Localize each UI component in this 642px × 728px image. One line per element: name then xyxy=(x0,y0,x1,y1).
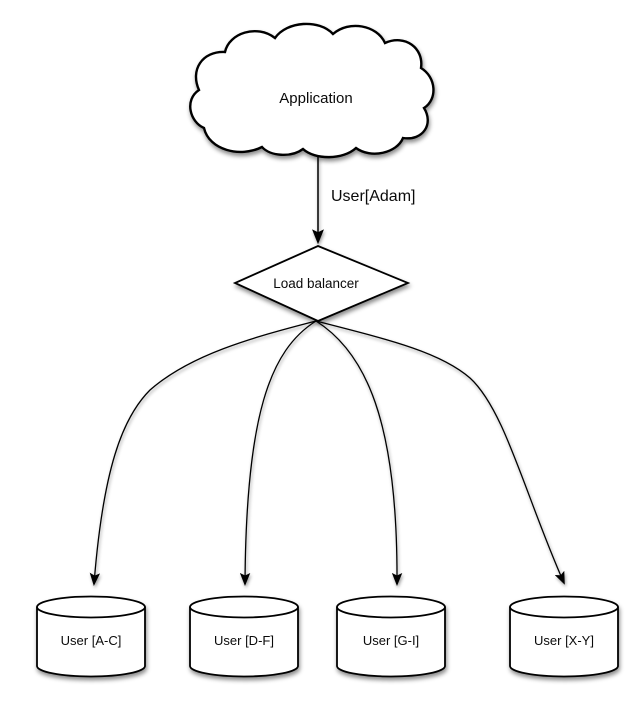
database-cylinder-icon xyxy=(189,595,299,678)
application-label: Application xyxy=(279,90,352,107)
cylinder-body xyxy=(336,607,446,678)
cylinder-top xyxy=(336,595,446,619)
cylinder-body xyxy=(509,607,619,678)
edge-to-shard-xy xyxy=(315,320,565,585)
load-balancer-label: Load balancer xyxy=(273,276,359,291)
shard-label: User [D-F] xyxy=(214,633,274,648)
shard-label: User [X-Y] xyxy=(534,633,594,648)
edges-loadbalancer-to-shards xyxy=(89,320,565,586)
database-cylinder-icon xyxy=(36,595,146,678)
database-cylinder-icon xyxy=(336,595,446,678)
shard-label: User [A-C] xyxy=(61,633,122,648)
edge-to-shard-gi xyxy=(315,320,403,586)
edge-to-shard-ac xyxy=(89,320,317,586)
application-cloud-icon xyxy=(189,22,435,159)
request-edge-label: User[Adam] xyxy=(331,188,415,205)
cylinder-top xyxy=(36,595,146,619)
shard-label: User [G-I] xyxy=(363,633,419,648)
database-cylinder-icon xyxy=(509,595,619,678)
cloud-shape xyxy=(189,22,435,159)
cylinder-top xyxy=(189,595,299,619)
cylinder-body xyxy=(189,607,299,678)
cylinder-body xyxy=(36,607,146,678)
edge-to-shard-df xyxy=(239,320,317,586)
cylinder-top xyxy=(509,595,619,619)
